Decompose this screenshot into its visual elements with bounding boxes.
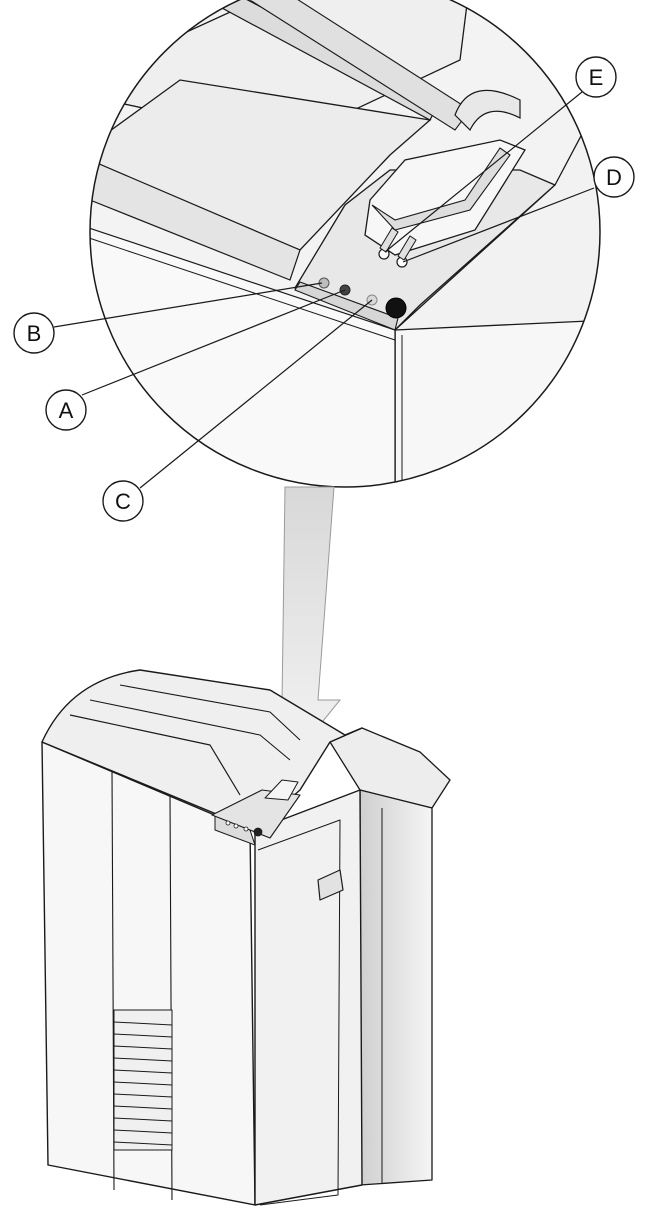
leader-a [81, 289, 346, 396]
callout-b-label: B [27, 321, 42, 346]
unit-indicator-3 [243, 826, 249, 832]
handle-recess-inner [371, 147, 511, 231]
power-button [385, 297, 407, 319]
callout-c-circle [102, 480, 144, 522]
callout-d: D [593, 156, 635, 198]
callout-a-label: A [59, 398, 74, 423]
vent-slat [113, 1021, 173, 1026]
zoom-circle-outline [89, 0, 601, 488]
vent-slat [113, 1141, 173, 1146]
right-side-panel [254, 789, 363, 1206]
vent-frame [113, 1009, 173, 1151]
top-cover-ridge-1 [69, 714, 241, 796]
vent-slat [113, 1105, 173, 1110]
appliance [41, 669, 451, 1206]
top-panel-edge [90, 159, 301, 281]
callout-e: E [575, 56, 617, 98]
callout-e-label: E [589, 65, 604, 90]
switch-d-right-slot [397, 235, 417, 261]
vent-slat [113, 1093, 173, 1098]
leader-d [402, 187, 595, 263]
unit-indicator-1 [225, 820, 231, 826]
right-side-inner [257, 819, 341, 1206]
leader-b [53, 282, 323, 328]
rear-housing-side [359, 789, 433, 1186]
callout-d-label: D [606, 165, 622, 190]
leader-c [139, 299, 373, 489]
callout-d-circle [593, 156, 635, 198]
vent-slat [113, 1045, 173, 1050]
leader-e [384, 91, 583, 253]
switch-d-left-slot [379, 227, 399, 253]
callout-leaders [53, 91, 595, 489]
unit-handle-recess [264, 779, 299, 801]
zoom-detail [89, 0, 601, 488]
unit-control-panel [211, 789, 301, 839]
callout-c: C [102, 480, 144, 522]
top-cover-ridge-3 [119, 684, 301, 741]
callout-c-label: C [115, 489, 131, 514]
callout-b: B [13, 312, 55, 354]
top-cover-ridge-2 [89, 699, 291, 761]
vent-slat [113, 1033, 173, 1038]
vent-slat [113, 1081, 173, 1086]
handle-top-grip [454, 89, 521, 132]
front-vent-grille [113, 1009, 173, 1151]
front-body-seam [90, 234, 396, 341]
vent-slat [113, 1069, 173, 1074]
callout-b-circle [13, 312, 55, 354]
callout-a-circle [45, 389, 87, 431]
unit-indicator-2 [233, 823, 239, 829]
vent-slat [113, 1129, 173, 1134]
side-carry-handle [317, 869, 344, 901]
callout-a: A [45, 389, 87, 431]
vent-slat [113, 1117, 173, 1122]
vent-slat [113, 1057, 173, 1062]
callout-e-circle [575, 56, 617, 98]
unit-power-button [253, 827, 263, 837]
